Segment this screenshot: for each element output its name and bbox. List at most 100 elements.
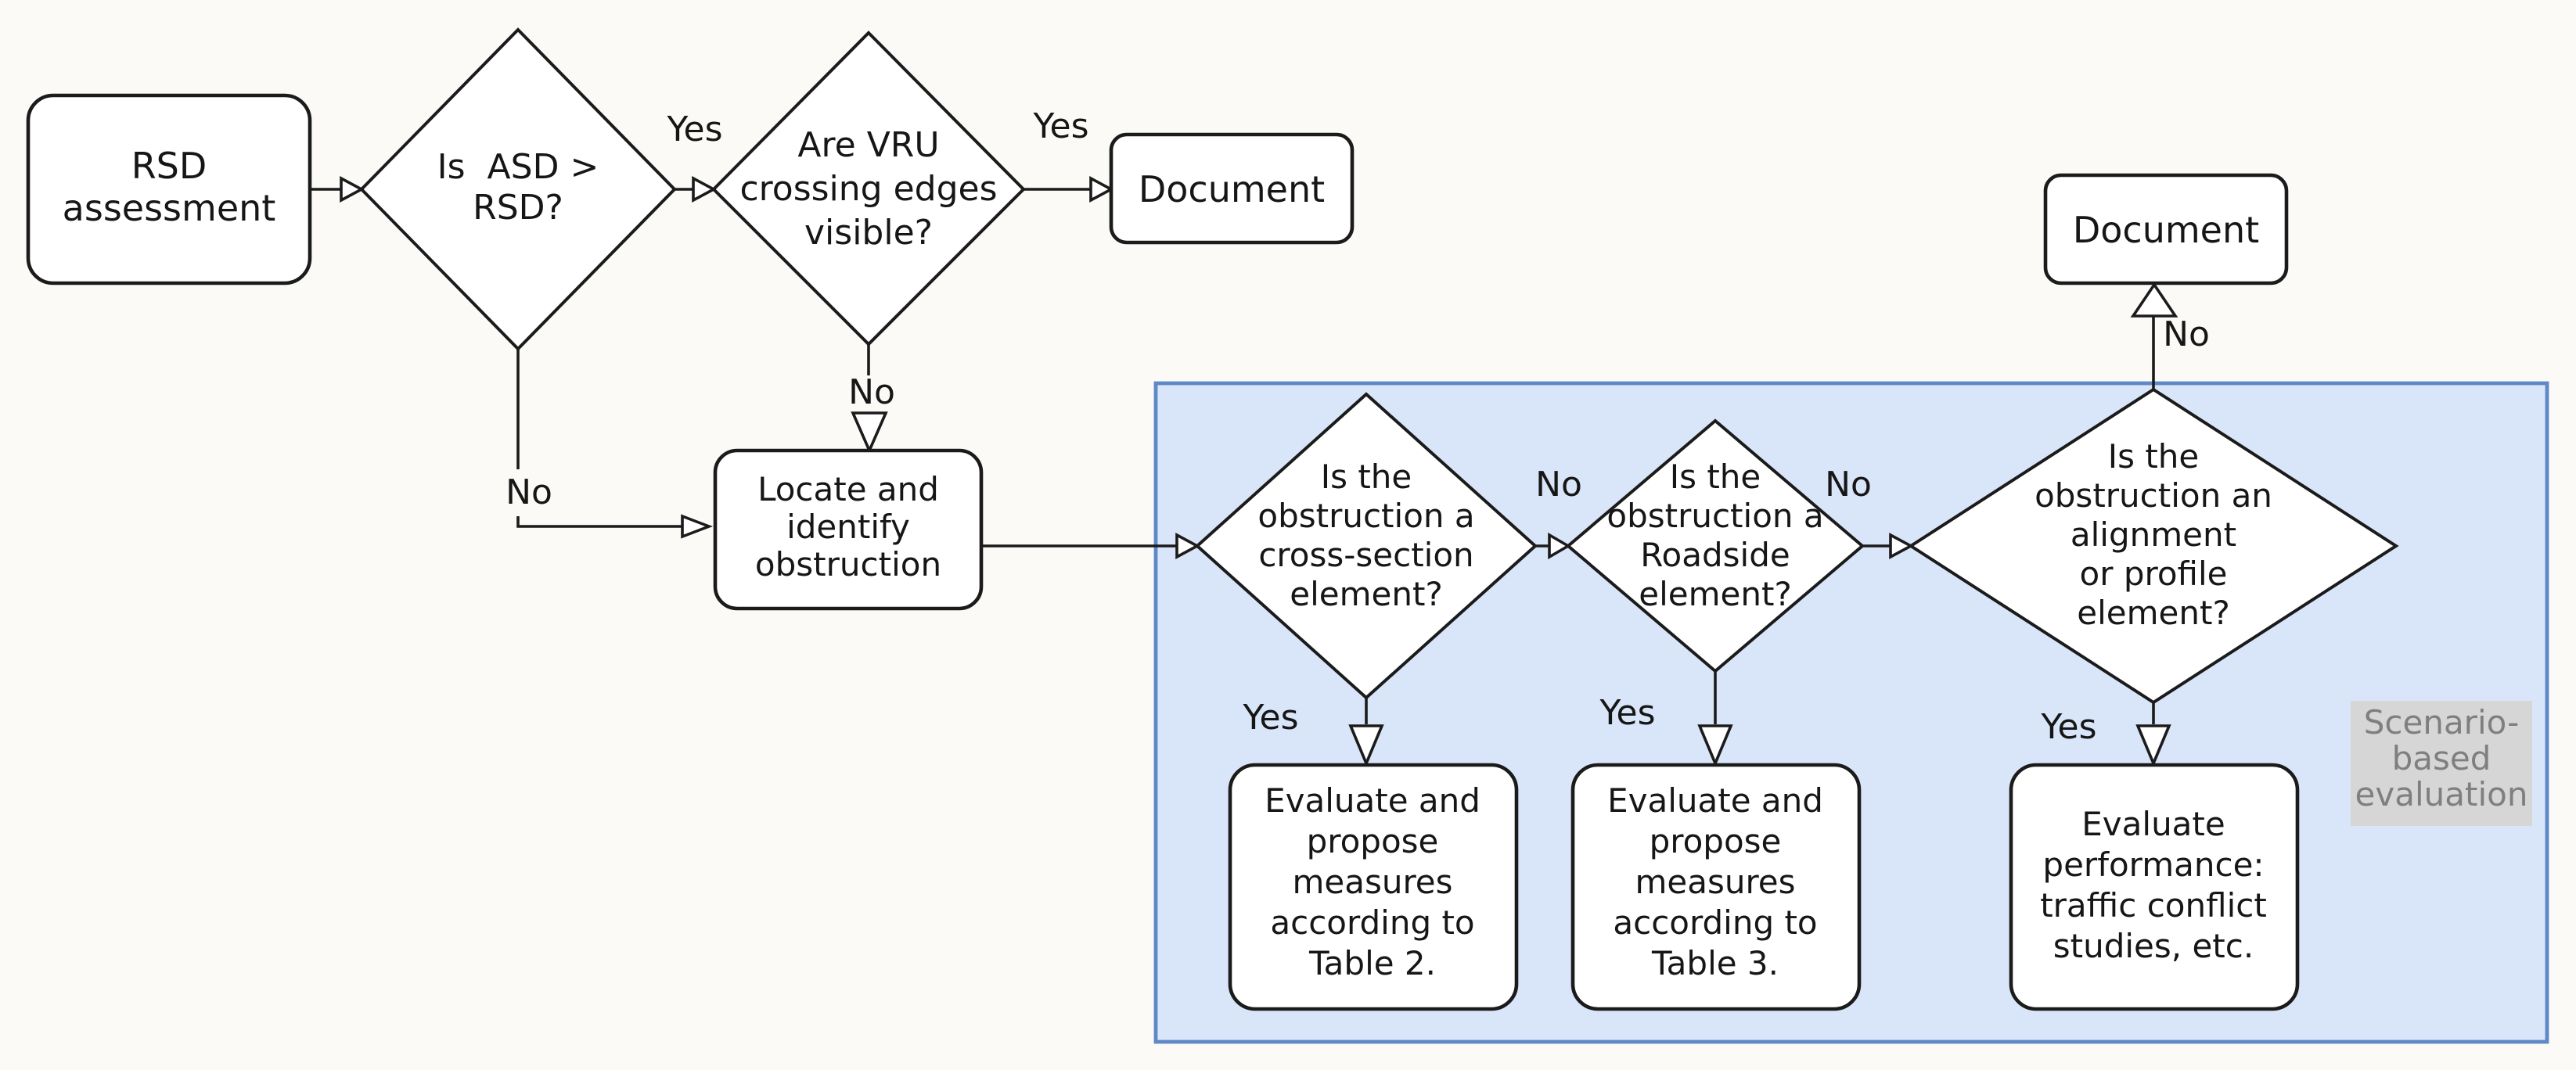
decision-cross-line3: cross-section [1258, 536, 1473, 574]
decision-roadside-line3: Roadside [1640, 536, 1790, 574]
locate-shape [713, 448, 984, 611]
evaluate-table3-line5: Table 3. [1651, 944, 1779, 982]
evaluate-performance-node: Evaluate performance: traffic conflict s… [2009, 763, 2300, 1011]
arrow-alignment-yes [2135, 702, 2171, 767]
decision-alignment-line5: element? [2077, 594, 2229, 632]
decision-asd-shape [359, 27, 677, 351]
evaluate-performance-line1: Evaluate [2081, 805, 2225, 843]
decision-vru: Are VRU crossing edges visible? [711, 31, 1026, 346]
document-top-shape [1109, 132, 1355, 245]
decision-vru-line1: Are VRU [797, 125, 939, 165]
decision-roadside: Is the obstruction a Roadside element? [1565, 418, 1865, 673]
document-right-node: Document [2043, 173, 2289, 285]
evaluate-table3-line3: measures [1635, 863, 1795, 901]
label-cross-no: No [1535, 465, 1582, 504]
locate-label-line1: Locate and [757, 470, 939, 508]
label-asd-yes: Yes [666, 110, 722, 149]
arrow-roadside-alignment [1862, 532, 1914, 560]
label-roadside-no: No [1825, 465, 1872, 504]
scenario-label-line3: evaluation [2355, 775, 2528, 813]
label-alignment-yes: Yes [2040, 707, 2096, 747]
decision-cross-line4: element? [1290, 575, 1442, 613]
evaluate-table3-line4: according to [1613, 903, 1817, 942]
evaluate-table2-node: Evaluate and propose measures according … [1228, 763, 1519, 1011]
arrow-alignment-document [2130, 282, 2178, 390]
evaluate-table2-line2: propose [1307, 822, 1439, 860]
decision-vru-line2: crossing edges [739, 169, 997, 209]
edge-line [516, 349, 682, 528]
start-label-line2: assessment [63, 187, 276, 229]
arrowhead [2135, 724, 2171, 767]
evaluate-table3-node: Evaluate and propose measures according … [1570, 763, 1862, 1011]
label-roadside-yes: Yes [1599, 693, 1655, 733]
decision-cross-line1: Is the [1321, 458, 1412, 496]
scenario-label-line2: based [2392, 739, 2491, 777]
decision-asd-line2: RSD? [473, 188, 563, 228]
evaluate-performance-line3: traffic conflict [2040, 886, 2267, 925]
label-alignment-no: No [2163, 314, 2210, 354]
decision-vru-shape [711, 31, 1026, 346]
document-right-label: Document [2073, 209, 2259, 251]
arrow-asd-vru [675, 175, 717, 203]
arrowhead [851, 411, 888, 454]
evaluate-performance-line2: performance: [2042, 846, 2264, 884]
evaluate-table3-shape [1570, 763, 1862, 1011]
arrowhead [1175, 532, 1200, 560]
arrow-vru-no [851, 344, 888, 454]
decision-cross-line2: obstruction a [1257, 497, 1474, 535]
decision-roadside-line2: obstruction a [1606, 497, 1823, 535]
decision-cross-section-shape [1195, 392, 1538, 700]
arrow-cross-roadside [1535, 532, 1571, 560]
arrow-start-asd [310, 175, 365, 203]
arrowhead [692, 175, 717, 203]
scenario-label: Scenario- based evaluation [2351, 701, 2532, 826]
locate-node: Locate and identify obstruction [713, 448, 984, 611]
decision-vru-line3: visible? [804, 213, 933, 253]
scenario-label-line1: Scenario- [2364, 703, 2520, 741]
document-top-label: Document [1139, 168, 1325, 210]
arrowhead [681, 514, 714, 539]
arrowhead [1548, 532, 1571, 560]
arrow-vru-document [1024, 175, 1114, 203]
start-shape [26, 93, 312, 285]
label-vru-no: No [848, 372, 895, 412]
decision-alignment-line1: Is the [2108, 437, 2200, 476]
arrowhead [1348, 724, 1384, 767]
document-top-node: Document [1109, 132, 1355, 245]
arrow-locate-cross [981, 532, 1200, 560]
arrowhead [1697, 724, 1733, 767]
evaluate-table2-line5: Table 2. [1308, 944, 1436, 982]
evaluate-performance-line4: studies, etc. [2053, 927, 2254, 965]
arrowhead [1889, 532, 1914, 560]
document-right-shape [2043, 173, 2289, 285]
decision-roadside-shape [1565, 418, 1865, 673]
decision-roadside-line1: Is the [1670, 458, 1761, 496]
evaluate-performance-shape [2009, 763, 2300, 1011]
scenario-label-bg [2351, 701, 2532, 826]
label-vru-yes: Yes [1032, 106, 1088, 146]
arrow-roadside-yes [1697, 671, 1733, 767]
locate-label-line2: identify [786, 508, 910, 546]
evaluate-table2-line3: measures [1292, 863, 1452, 901]
arrow-cross-yes [1348, 698, 1384, 767]
evaluate-table3-line2: propose [1650, 822, 1782, 860]
start-node: RSD assessment [26, 93, 312, 285]
evaluate-table2-line4: according to [1270, 903, 1474, 942]
evaluate-table2-shape [1228, 763, 1519, 1011]
decision-alignment-shape [1908, 387, 2399, 705]
arrowhead [1089, 175, 1114, 203]
label-cross-yes: Yes [1242, 698, 1298, 738]
evaluate-table3-line1: Evaluate and [1607, 781, 1823, 820]
start-label-line1: RSD [131, 145, 207, 187]
decision-alignment-line4: or profile [2080, 555, 2228, 593]
decision-roadside-line4: element? [1639, 575, 1791, 613]
decision-alignment-line3: alignment [2071, 515, 2236, 554]
decision-alignment-line2: obstruction an [2035, 476, 2272, 515]
arrowhead [340, 175, 365, 203]
evaluate-table2-line1: Evaluate and [1265, 781, 1480, 820]
decision-cross-section: Is the obstruction a cross-section eleme… [1195, 392, 1538, 700]
decision-alignment: Is the obstruction an alignment or profi… [1908, 387, 2399, 705]
label-asd-no: No [505, 472, 552, 512]
decision-asd: Is ASD > RSD? [359, 27, 677, 351]
